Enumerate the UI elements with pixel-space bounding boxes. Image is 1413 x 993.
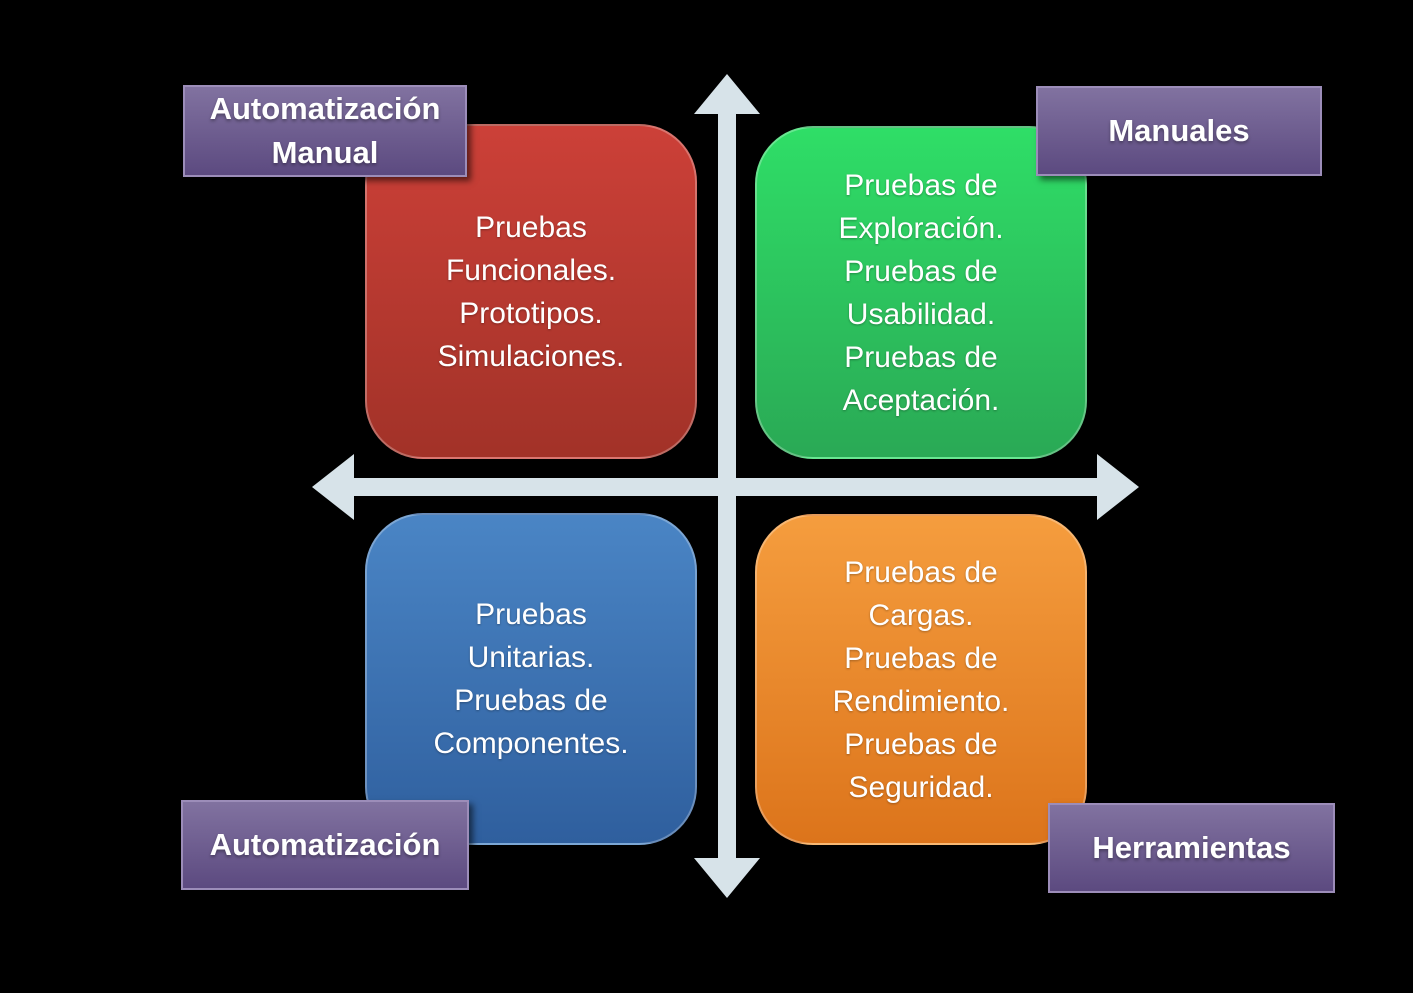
quadrant-bottom-left-text: Pruebas Unitarias. Pruebas de Componente… (433, 598, 629, 760)
axis-label-top-left: Automatización Manual (183, 85, 467, 177)
quadrant-bottom-right-text: Pruebas de Cargas. Pruebas de Rendimient… (832, 555, 1010, 804)
quadrant-top-right: Pruebas de Exploración. Pruebas de Usabi… (755, 126, 1087, 459)
quadrant-top-right-text: Pruebas de Exploración. Pruebas de Usabi… (838, 168, 1004, 417)
axis-label-bottom-right: Herramientas (1048, 803, 1335, 893)
axis-label-bottom-left: Automatización (181, 800, 469, 890)
quadrant-top-left-text: Pruebas Funcionales. Prototipos. Simulac… (437, 210, 625, 373)
quadrant-top-left: Pruebas Funcionales. Prototipos. Simulac… (365, 124, 697, 459)
axis-label-top-right-text: Manuales (1108, 113, 1250, 148)
horizontal-axis-arrow (312, 454, 1139, 520)
axis-label-bottom-right-text: Herramientas (1092, 830, 1291, 865)
quadrant-bottom-left: Pruebas Unitarias. Pruebas de Componente… (365, 513, 697, 845)
quadrant-bottom-right: Pruebas de Cargas. Pruebas de Rendimient… (755, 514, 1087, 845)
axis-label-top-right: Manuales (1036, 86, 1322, 176)
axis-label-top-left-text: Automatización Manual (209, 91, 441, 170)
axis-label-bottom-left-text: Automatización (209, 827, 441, 862)
